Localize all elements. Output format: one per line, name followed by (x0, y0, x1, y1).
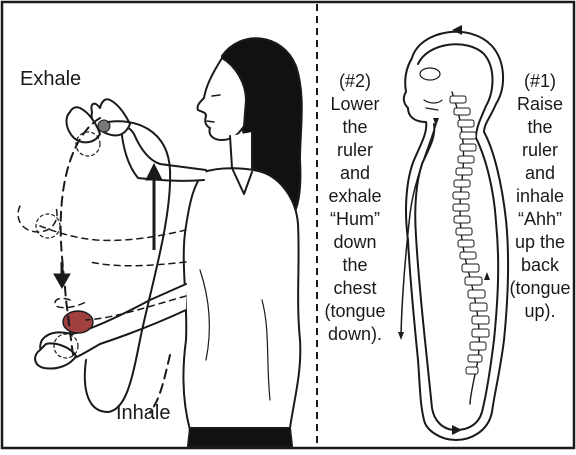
shirt (183, 168, 300, 430)
pants (188, 428, 292, 446)
text-line: inhale (506, 185, 574, 208)
text-line: the (320, 116, 390, 139)
raised-arm (122, 127, 206, 180)
text-line: “Ahh” (506, 208, 574, 231)
exhale-label: Exhale (20, 68, 81, 91)
text-line: (#1) (506, 70, 574, 93)
vertebrae (450, 96, 489, 374)
text-line: back (506, 254, 574, 277)
text-line: and (320, 162, 390, 185)
inhale-instructions: (#1) Raise the ruler and inhale “Ahh” up… (506, 70, 574, 323)
woman-figure (18, 38, 302, 446)
text-line: “Hum” (320, 208, 390, 231)
text-line: (tongue (320, 300, 390, 323)
text-line: Lower (320, 93, 390, 116)
text-line: ruler (506, 139, 574, 162)
text-line: down). (320, 323, 390, 346)
text-line: the (506, 116, 574, 139)
silhouette (404, 32, 508, 440)
exhale-instructions: (#2) Lower the ruler and exhale “Hum” do… (320, 70, 390, 346)
text-line: (tongue (506, 277, 574, 300)
text-line: down (320, 231, 390, 254)
arrow-back-up (484, 272, 490, 280)
text-line: up the (506, 231, 574, 254)
inhale-label: Inhale (116, 402, 171, 425)
down-arrow (54, 262, 70, 288)
text-line: exhale (320, 185, 390, 208)
text-line: ruler (320, 139, 390, 162)
arrow-bottom (452, 425, 462, 435)
text-line: (#2) (320, 70, 390, 93)
text-line: and (506, 162, 574, 185)
text-line: the (320, 254, 390, 277)
body-outline (404, 32, 508, 440)
arrow-top-head (452, 25, 462, 35)
text-line: up). (506, 300, 574, 323)
ball-object (63, 311, 93, 333)
text-line: Raise (506, 93, 574, 116)
text-line: chest (320, 277, 390, 300)
